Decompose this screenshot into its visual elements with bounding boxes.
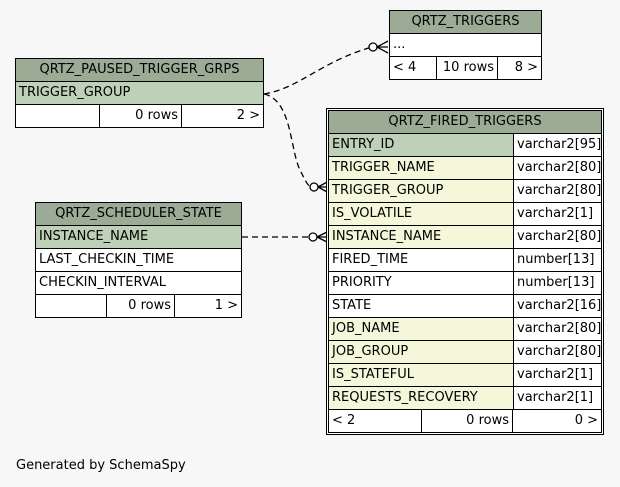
row-count: 0 rows [106,295,174,317]
table-footer: < 4 10 rows 8 > [390,57,541,79]
table-qrtz-scheduler-state[interactable]: QRTZ_SCHEDULER_STATE INSTANCE_NAME LAST_… [35,202,242,318]
table-column-row: FIRED_TIME number[13] [329,249,601,272]
children-count: 8 > [497,57,541,79]
table-column-row: ... [390,34,541,57]
row-count: 0 rows [421,410,512,432]
column-type: varchar2[80] [513,318,601,340]
table-footer: 0 rows 1 > [36,295,241,317]
column-name: REQUESTS_RECOVERY [329,387,513,409]
column-name: STATE [332,298,372,313]
column-type: varchar2[80] [513,157,601,179]
children-count: 2 > [181,105,263,127]
table-column-row: STATE varchar2[16] [329,295,601,318]
column-name: JOB_NAME [329,318,513,340]
table-title: QRTZ_PAUSED_TRIGGER_GRPS [16,59,263,82]
table-qrtz-triggers[interactable]: QRTZ_TRIGGERS ... < 4 10 rows 8 > [389,10,542,80]
row-count: 10 rows [436,57,497,79]
parents-count: < 4 [393,60,417,75]
column-type: varchar2[1] [513,364,601,386]
table-footer: < 2 0 rows 0 > [329,409,601,432]
column-name: IS_VOLATILE [329,203,513,225]
column-name: INSTANCE_NAME [39,229,149,244]
edge-paused-to-triggers [263,46,373,95]
column-type: varchar2[80] [513,341,601,363]
table-title: QRTZ_TRIGGERS [390,11,541,34]
column-name: TRIGGER_GROUP [329,180,513,202]
column-name: ENTRY_ID [329,134,513,156]
column-type: varchar2[80] [513,180,601,202]
row-count: 0 rows [99,105,181,127]
column-type: varchar2[1] [513,387,601,409]
table-footer: 0 rows 2 > [16,105,263,127]
column-name: ... [393,37,406,52]
children-count: 0 > [512,410,601,432]
table-column-row: PRIORITY number[13] [329,272,601,295]
table-qrtz-paused-trigger-grps[interactable]: QRTZ_PAUSED_TRIGGER_GRPS TRIGGER_GROUP 0… [15,58,264,128]
column-type: varchar2[80] [513,226,601,248]
column-name: IS_STATEFUL [329,364,513,386]
column-name: FIRED_TIME [332,252,409,267]
parents-count [16,105,99,127]
column-name: PRIORITY [332,275,392,290]
table-column-row: INSTANCE_NAME [36,226,241,249]
edge-paused-to-fired-end [309,182,319,192]
column-name: INSTANCE_NAME [329,226,513,248]
generated-by-label: Generated by SchemaSpy [16,458,186,473]
column-name: JOB_GROUP [329,341,513,363]
edge-paused-to-fired [263,93,312,188]
edge-paused-to-triggers-end [368,42,378,52]
column-name: TRIGGER_GROUP [19,85,131,100]
column-type: varchar2[16] [513,295,601,317]
table-column-row: CHECKIN_INTERVAL [36,272,241,295]
column-name: CHECKIN_INTERVAL [39,275,166,290]
parents-count [36,295,106,317]
table-title: QRTZ_FIRED_TRIGGERS [329,111,601,134]
column-name: TRIGGER_NAME [329,157,513,179]
edge-scheduler-to-fired-end [308,232,318,242]
table-column-row: LAST_CHECKIN_TIME [36,249,241,272]
column-type: number[13] [513,249,601,271]
children-count: 1 > [174,295,241,317]
table-column-row: TRIGGER_GROUP [16,82,263,105]
table-title: QRTZ_SCHEDULER_STATE [36,203,241,226]
column-type: number[13] [513,272,601,294]
edge-paused-to-triggers-crowfoot [376,40,389,54]
column-type: varchar2[1] [513,203,601,225]
column-name: LAST_CHECKIN_TIME [39,252,175,267]
parents-count: < 2 [332,413,356,428]
column-type: varchar2[95] [513,134,601,156]
